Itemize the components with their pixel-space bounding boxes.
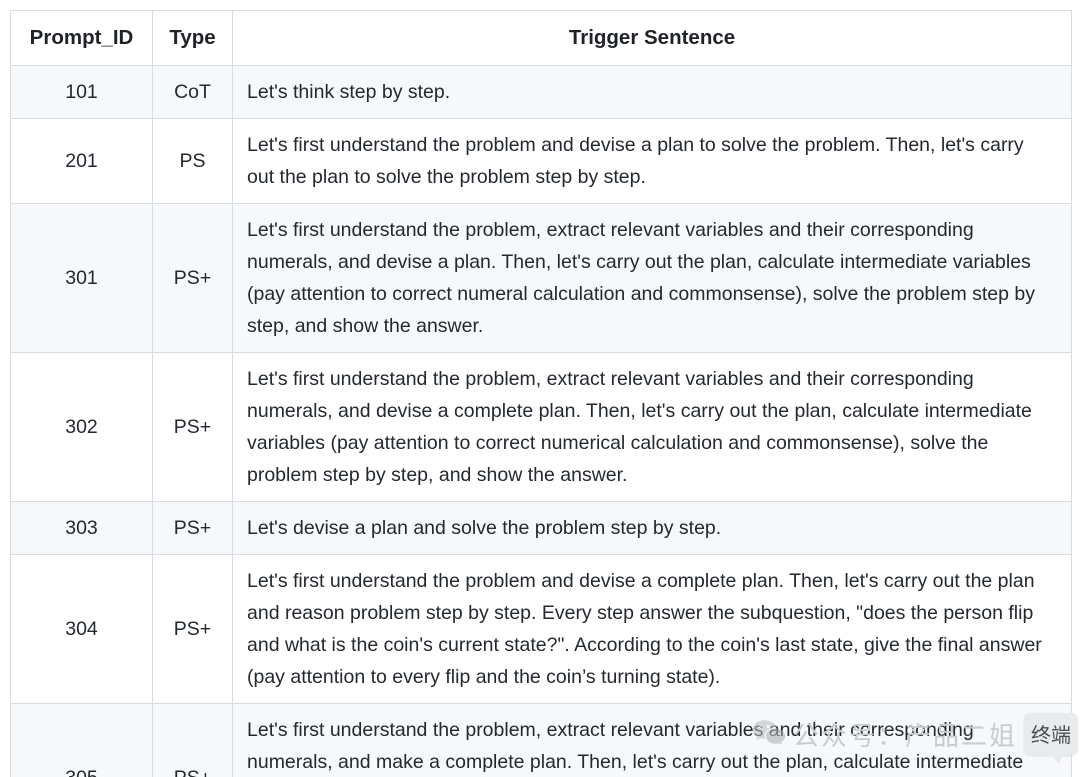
column-header-trigger-sentence: Trigger Sentence (232, 10, 1072, 66)
table-row: 201 PS Let's first understand the proble… (10, 118, 1072, 204)
table-row: 302 PS+ Let's first understand the probl… (10, 352, 1072, 502)
cell-prompt-id: 201 (10, 118, 153, 204)
cell-prompt-id: 302 (10, 352, 153, 502)
cell-trigger-sentence: Let's first understand the problem, extr… (232, 703, 1072, 777)
column-header-type: Type (152, 10, 233, 66)
table-body: 101 CoT Let's think step by step. 201 PS… (10, 65, 1072, 777)
cell-prompt-id: 304 (10, 554, 153, 704)
column-header-prompt-id: Prompt_ID (10, 10, 153, 66)
cell-trigger-sentence: Let's first understand the problem, extr… (232, 203, 1072, 353)
cell-trigger-sentence: Let's first understand the problem, extr… (232, 352, 1072, 502)
cell-type: PS+ (152, 203, 233, 353)
cell-prompt-id: 305 (10, 703, 153, 777)
cell-prompt-id: 303 (10, 501, 153, 555)
table-row: 305 PS+ Let's first understand the probl… (10, 703, 1072, 777)
cell-prompt-id: 101 (10, 65, 153, 119)
cell-trigger-sentence: Let's devise a plan and solve the proble… (232, 501, 1072, 555)
cell-type: PS+ (152, 352, 233, 502)
cell-type: PS+ (152, 554, 233, 704)
cell-prompt-id: 301 (10, 203, 153, 353)
cell-type: PS (152, 118, 233, 204)
cell-trigger-sentence: Let's first understand the problem and d… (232, 554, 1072, 704)
table-header: Prompt_ID Type Trigger Sentence (10, 10, 1072, 66)
cell-trigger-sentence: Let's think step by step. (232, 65, 1072, 119)
table-row: 101 CoT Let's think step by step. (10, 65, 1072, 119)
cell-type: PS+ (152, 703, 233, 777)
table-row: 301 PS+ Let's first understand the probl… (10, 203, 1072, 353)
table-row: 303 PS+ Let's devise a plan and solve th… (10, 501, 1072, 555)
table-header-row: Prompt_ID Type Trigger Sentence (10, 10, 1072, 66)
cell-trigger-sentence: Let's first understand the problem and d… (232, 118, 1072, 204)
table-row: 304 PS+ Let's first understand the probl… (10, 554, 1072, 704)
prompt-table-container: Prompt_ID Type Trigger Sentence 101 CoT … (10, 10, 1072, 777)
cell-type: CoT (152, 65, 233, 119)
cell-type: PS+ (152, 501, 233, 555)
prompt-table: Prompt_ID Type Trigger Sentence 101 CoT … (10, 10, 1072, 777)
